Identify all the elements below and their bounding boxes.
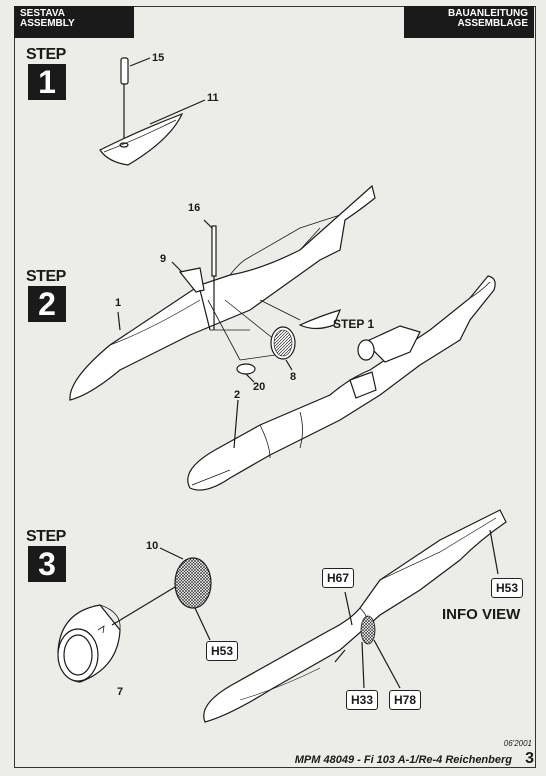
part-10-mesh-disk [159, 547, 212, 641]
page-frame [14, 6, 536, 768]
paint-code-h53: H53 [206, 641, 239, 661]
callout-7: 7 [117, 686, 124, 698]
header-right: BAUANLEITUNG ASSEMBLAGE [404, 6, 534, 38]
header-right-line1: BAUANLEITUNG [448, 8, 528, 19]
paint-code-h53-info: H53 [491, 578, 524, 598]
step2-number: 2 [28, 286, 66, 322]
info-view-label: INFO VIEW [442, 606, 521, 623]
header-left-line2: ASSEMBLY [20, 18, 75, 29]
step1-ref-fin [298, 309, 342, 330]
part-16-pin [203, 219, 217, 330]
header-left-line1: SESTAVA [20, 8, 66, 19]
callout-10: 10 [146, 540, 159, 552]
callout-15: 15 [152, 52, 165, 64]
part-1-fuselage-half [69, 184, 376, 401]
part-11-fin [99, 99, 206, 166]
part-8-disk [270, 326, 296, 371]
footer-title: MPM 48049 - Fi 103 A-1/Re-4 Reichenberg [294, 754, 512, 766]
callout-8: 8 [290, 371, 297, 383]
callout-step1-ref: STEP 1 [333, 317, 375, 331]
part-15-pin [120, 57, 151, 142]
print-date: 06'2001 [503, 739, 532, 748]
callout-16: 16 [188, 202, 201, 214]
paint-code-h78: H78 [389, 690, 422, 710]
part-2-fuselage [187, 275, 496, 491]
page-number: 3 [525, 750, 534, 767]
step1-label: STEP [26, 46, 66, 63]
callout-9: 9 [160, 253, 167, 265]
part-20-small [236, 363, 256, 383]
step1-number: 1 [28, 64, 66, 100]
callout-20: 20 [253, 381, 266, 393]
step2-label: STEP [26, 268, 66, 285]
paint-code-h33: H33 [346, 690, 379, 710]
part-9-bracket [171, 261, 211, 331]
step3-label: STEP [26, 528, 66, 545]
step3-number: 3 [28, 546, 66, 582]
callout-11: 11 [207, 92, 219, 104]
callout-1: 1 [115, 297, 122, 309]
callout-2: 2 [234, 389, 241, 401]
info-view-fuselage [203, 509, 507, 723]
explode-lines-step2 [207, 299, 301, 361]
header-left: SESTAVA ASSEMBLY [14, 6, 134, 38]
header-right-line2: ASSEMBLAGE [457, 18, 528, 29]
paint-code-h67: H67 [322, 568, 355, 588]
part-7-ring [57, 583, 181, 683]
